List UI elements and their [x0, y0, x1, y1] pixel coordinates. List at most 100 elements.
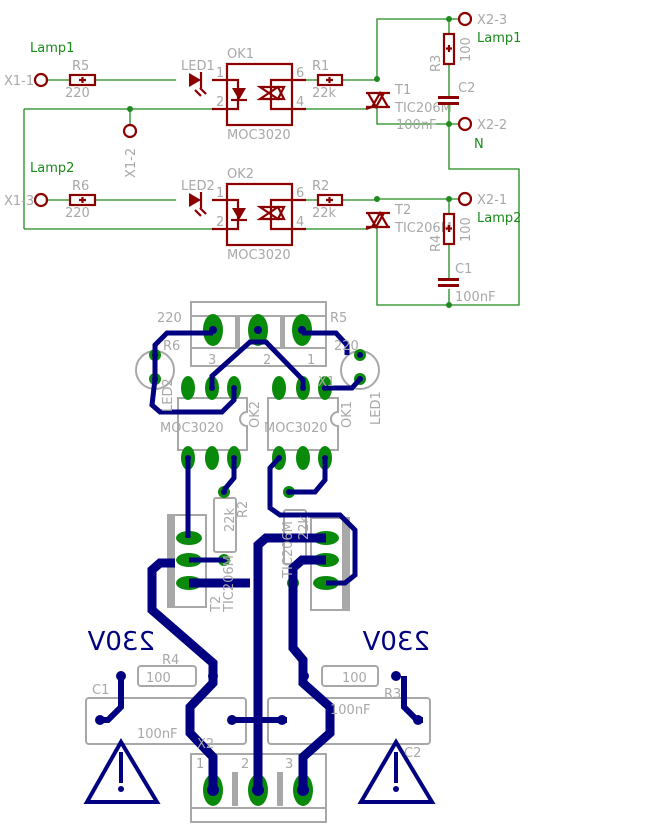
- part-value: 100nF: [330, 703, 371, 718]
- board-layout: 230V 230V 220 R6 R5 220 3 2 1 X1 LED1 LE…: [83, 301, 436, 823]
- voltage-label-left: 230V: [87, 627, 155, 657]
- part-name: OK1: [340, 401, 355, 428]
- pin-label: 3: [208, 353, 216, 368]
- part-name: T2: [394, 203, 411, 218]
- part-name: LED1: [181, 59, 215, 74]
- schematic: X1-1 X1-3 X1-2 X2-3 X2-2 X2-1 Lamp1 Lamp…: [4, 11, 521, 308]
- silkscreen-labels: 220 R6 R5 220 3 2 1 X1 LED1 LED2 MOC3020…: [92, 311, 421, 772]
- part-name: R6: [163, 339, 180, 354]
- resistor-r5[interactable]: R5 220: [65, 59, 97, 101]
- connector-x2-1[interactable]: X2-1: [457, 191, 507, 208]
- drill-holes: [95, 326, 423, 796]
- part-name: OK1: [227, 47, 254, 62]
- part-value: MOC3020: [264, 421, 328, 436]
- capacitor-c1[interactable]: C1 100nF: [438, 262, 496, 305]
- part-name: X1: [318, 375, 335, 390]
- connector-x2-3[interactable]: X2-3: [457, 11, 507, 28]
- resistor-r1[interactable]: R1 22k: [312, 59, 344, 101]
- warning-icon: [357, 738, 436, 804]
- part-value: 100: [342, 671, 367, 686]
- pin-label: 2: [241, 757, 249, 772]
- part-name: OK2: [248, 401, 263, 428]
- pin-label: 1: [216, 186, 224, 201]
- led-led1[interactable]: LED1: [181, 59, 215, 97]
- part-name: LED2: [161, 378, 176, 412]
- part-value: MOC3020: [227, 128, 291, 143]
- part-name: T2: [209, 596, 224, 613]
- part-name: R3: [384, 687, 401, 702]
- part-name: LED1: [369, 391, 384, 425]
- part-name: C2: [404, 746, 421, 761]
- connector-label: X2-2: [477, 118, 507, 133]
- connector-x1-2[interactable]: X1-2: [122, 123, 139, 178]
- part-name: C1: [455, 262, 472, 277]
- resistor-r3[interactable]: R3 100: [429, 32, 474, 72]
- part-value: 100nF: [137, 727, 178, 742]
- net-label-lamp1: Lamp1: [477, 31, 521, 46]
- part-value: 100nF: [455, 290, 496, 305]
- pin-label: 1: [196, 757, 204, 772]
- net-label-lamp2: Lamp2: [30, 161, 74, 176]
- part-value: 220: [65, 206, 90, 221]
- part-name: R2: [312, 179, 329, 194]
- pin-label: 2: [263, 353, 271, 368]
- part-name: X2: [197, 737, 214, 752]
- pin-label: 1: [216, 66, 224, 81]
- part-name: R4: [429, 235, 444, 252]
- pin-label: 1: [307, 353, 315, 368]
- part-value: 100: [146, 671, 171, 686]
- part-value: 22k: [312, 86, 337, 101]
- pin-label: 2: [216, 95, 224, 110]
- connector-label: X2-3: [477, 13, 507, 28]
- optocoupler-ok2[interactable]: OK2 MOC3020 1 2 6 4: [212, 167, 306, 263]
- connector-x1-1[interactable]: X1-1: [4, 72, 49, 89]
- connector-label: X1-1: [4, 74, 34, 89]
- pin-label: 3: [285, 757, 293, 772]
- part-value: 22k: [312, 206, 337, 221]
- part-value: 100nF: [396, 118, 437, 133]
- part-value: TIC206M: [281, 521, 296, 579]
- part-value: MOC3020: [227, 248, 291, 263]
- part-value: 100: [459, 37, 474, 62]
- resistor-r2[interactable]: R2 22k: [312, 179, 344, 221]
- part-value: TIC206M: [394, 221, 452, 236]
- part-name: T1: [394, 83, 411, 98]
- connector-x2-2[interactable]: X2-2: [457, 116, 507, 133]
- net-label-lamp1: Lamp1: [30, 41, 74, 56]
- part-name: R1: [312, 59, 329, 74]
- pin-label: 6: [296, 186, 304, 201]
- connector-x1-3[interactable]: X1-3: [4, 192, 49, 209]
- part-name: R5: [72, 59, 89, 74]
- part-name: R3: [429, 55, 444, 72]
- pin-label: 4: [296, 95, 304, 110]
- capacitor-c2[interactable]: C2 100nF: [396, 81, 475, 133]
- voltage-label-right: 230V: [362, 627, 430, 657]
- optocoupler-ok1[interactable]: OK1 MOC3020 1 2 6 4: [212, 47, 306, 143]
- part-name: LED2: [181, 179, 215, 194]
- part-name: R6: [72, 179, 89, 194]
- part-name: R5: [330, 311, 347, 326]
- part-value: 220: [334, 339, 359, 354]
- part-name: OK2: [227, 167, 254, 182]
- part-value: 22k: [297, 515, 312, 540]
- connector-label: X1-2: [124, 148, 139, 178]
- part-name: R2: [236, 501, 251, 518]
- led-led2[interactable]: LED2: [181, 179, 215, 217]
- pin-label: 4: [296, 215, 304, 230]
- connector-label: X1-3: [4, 194, 34, 209]
- part-value: 220: [65, 86, 90, 101]
- connector-label: X2-1: [477, 193, 507, 208]
- part-value: TIC206M: [222, 555, 237, 613]
- net-label-n: N: [474, 137, 484, 152]
- warning-icon: [83, 738, 161, 804]
- part-name: C1: [92, 683, 109, 698]
- resistor-r6[interactable]: R6 220: [65, 179, 97, 221]
- net-label-lamp2: Lamp2: [477, 211, 521, 226]
- part-name: C2: [458, 81, 475, 96]
- pin-label: 2: [216, 215, 224, 230]
